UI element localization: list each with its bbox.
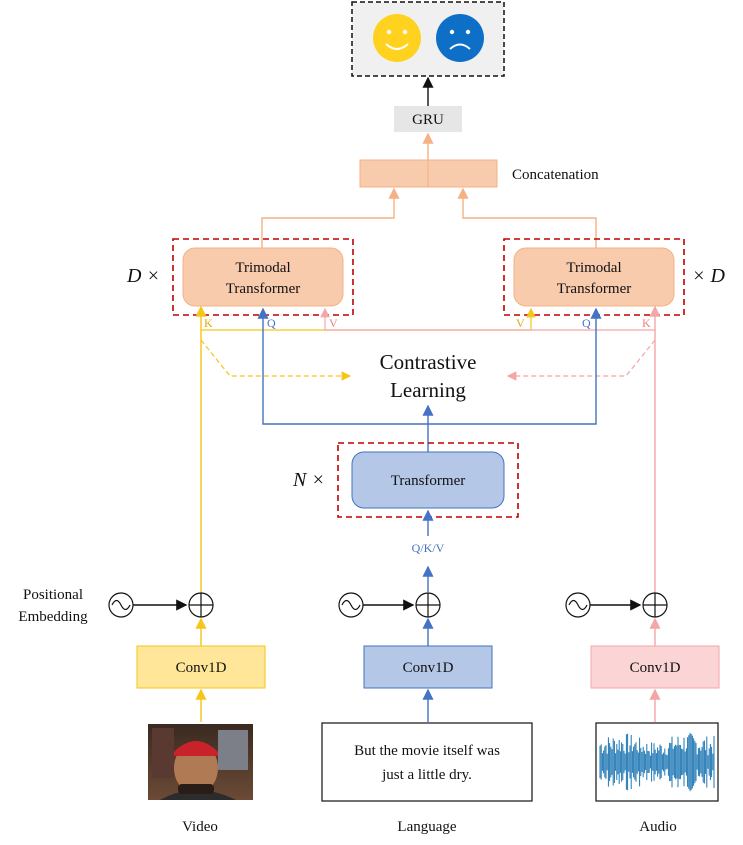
concatenation-label: Concatenation: [512, 167, 599, 183]
contrastive-label-2: Learning: [390, 378, 466, 402]
left-v-label: V: [329, 316, 338, 330]
language-conv1d-block: Conv1D: [363, 645, 493, 689]
right-repeat-label: × D: [692, 265, 725, 287]
trimodal-right-label-1: Trimodal: [566, 260, 621, 276]
right-q-label: Q: [582, 316, 591, 330]
sad-face-icon: [436, 14, 484, 62]
language-sine-icon: [338, 592, 364, 618]
audio-conv1d-block: Conv1D: [590, 645, 720, 689]
audio-waveform-image: [595, 722, 719, 802]
trimodal-transformer-right: Trimodal Transformer: [513, 247, 675, 307]
left-k-label: K: [204, 316, 213, 330]
language-text-line-2: just a little dry.: [381, 767, 472, 783]
transformer-block: Transformer: [351, 451, 505, 509]
video-add-icon: [188, 592, 214, 618]
trimodal-transformer-left: Trimodal Transformer: [182, 247, 344, 307]
video-label: Video: [182, 819, 218, 835]
left-q-label: Q: [267, 316, 276, 330]
gru-label: GRU: [412, 112, 444, 128]
audio-label: Audio: [639, 819, 677, 835]
video-sine-icon: [108, 592, 134, 618]
transformer-repeat-label: N ×: [292, 469, 325, 491]
output-box: [351, 1, 505, 77]
trimodal-right-label-2: Transformer: [557, 281, 631, 297]
concatenation-block: [359, 159, 498, 188]
happy-face-icon: [373, 14, 421, 62]
language-text-line-1: But the movie itself was: [354, 743, 500, 759]
language-label: Language: [397, 819, 456, 835]
transformer-label: Transformer: [391, 473, 465, 489]
right-v-label: V: [516, 316, 525, 330]
audio-add-icon: [642, 592, 668, 618]
language-add-icon: [415, 592, 441, 618]
language-text-box: But the movie itself was just a little d…: [321, 722, 533, 802]
left-repeat-label: D ×: [126, 265, 160, 287]
audio-conv1d-label: Conv1D: [630, 660, 681, 676]
video-frame-image: [148, 724, 253, 800]
positional-embedding-label-2: Embedding: [18, 609, 88, 625]
video-conv1d-block: Conv1D: [136, 645, 266, 689]
qkv-label: Q/K/V: [412, 541, 445, 555]
video-conv1d-label: Conv1D: [176, 660, 227, 676]
trimodal-left-label-1: Trimodal: [235, 260, 290, 276]
right-k-label: K: [642, 316, 651, 330]
audio-sine-icon: [565, 592, 591, 618]
contrastive-label-1: Contrastive: [380, 350, 477, 374]
positional-embedding-label-1: Positional: [23, 587, 83, 603]
trimodal-left-label-2: Transformer: [226, 281, 300, 297]
language-conv1d-label: Conv1D: [403, 660, 454, 676]
gru-block: GRU: [394, 106, 462, 132]
